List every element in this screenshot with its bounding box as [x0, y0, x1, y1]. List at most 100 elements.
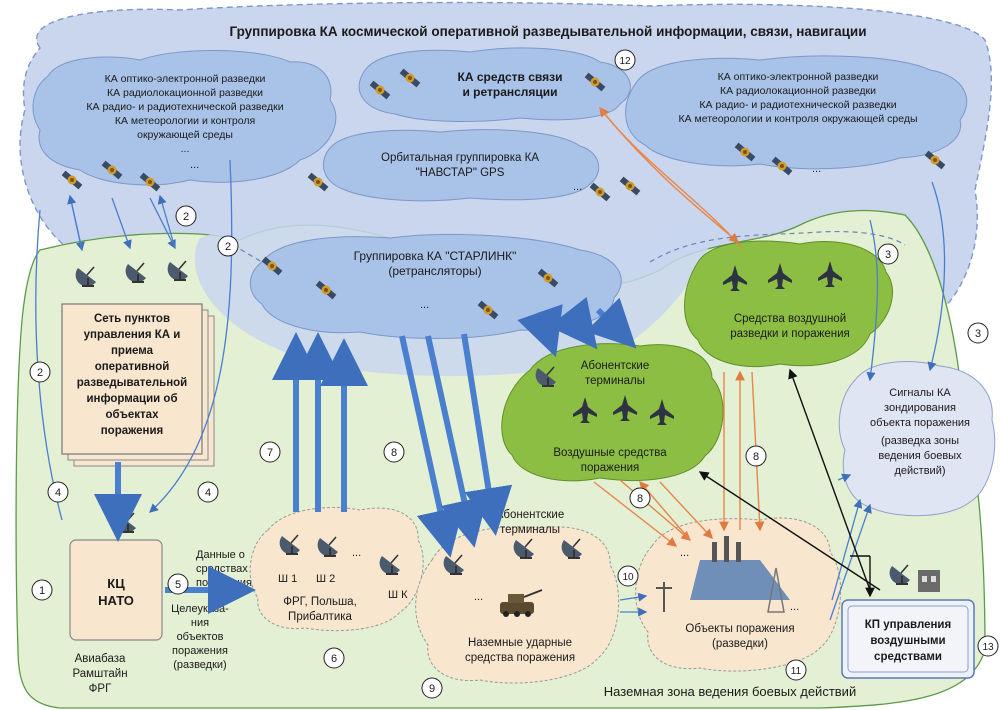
air-recon-line-1: Средства воздушной — [734, 313, 846, 325]
signals-line-5: ведения боевых — [878, 450, 962, 462]
number-3a: 3 — [885, 249, 891, 261]
number-7: 7 — [267, 447, 273, 459]
control-line-5: разведывательной — [77, 377, 187, 389]
number-4b: 4 — [205, 487, 211, 499]
gps-line-2: "НАВСТАР" GPS — [416, 167, 505, 179]
kp-line-3: средствами — [874, 651, 942, 663]
orange-arrows — [593, 106, 765, 547]
stations-ellipsis: ... — [352, 547, 361, 559]
thick-blue-arrows — [94, 296, 637, 614]
gps-ellipsis: ... — [573, 181, 582, 193]
signals-line-3: объекта поражения — [870, 417, 970, 429]
zone-label: Наземная зона ведения боевых действий — [604, 684, 856, 699]
targets-ellipsis-2: ... — [790, 601, 799, 613]
number-11: 11 — [791, 666, 802, 677]
signals-line-1: Сигналы КА — [889, 387, 951, 399]
air-strike-line-1: Воздушные средства — [553, 447, 667, 459]
comm-line-2: и ретрансляции — [462, 85, 557, 99]
tower-icon — [767, 567, 785, 613]
control-line-3: приема — [111, 345, 154, 357]
targeting-label-4: поражения — [172, 645, 228, 657]
number-13: 13 — [982, 642, 994, 653]
targeting-label-1: Целеуказа- — [171, 603, 229, 615]
number-6: 6 — [331, 653, 337, 665]
station-label-2: Ш 2 — [316, 573, 335, 585]
left-recon-line-6: ... — [181, 143, 190, 155]
title: Группировка КА космической оперативной р… — [229, 24, 866, 39]
right-recon-line-1: КА оптико-электронной разведки — [718, 71, 879, 83]
number-10: 10 — [622, 572, 634, 583]
signals-line-6: действий) — [894, 465, 945, 477]
stations-line-2: Прибалтика — [288, 611, 352, 623]
cloud-left-recon — [32, 49, 337, 186]
number-12: 12 — [619, 56, 631, 67]
number-2c: 2 — [37, 367, 43, 379]
cloud-air-strike — [501, 343, 724, 482]
air-strike-line-2: поражения — [581, 462, 640, 474]
airbase-line-3: ФРГ — [89, 683, 112, 695]
number-markers: 2 2 2 12 3 3 4 4 1 5 6 7 8 8 8 9 10 11 — [29, 49, 999, 699]
black-arrows — [698, 368, 881, 598]
cloud-gps — [322, 129, 600, 202]
cloud-air-recon — [684, 240, 894, 367]
control-line-7: объектах — [106, 409, 160, 421]
command-post-icon — [918, 570, 940, 592]
factory-icon — [690, 536, 790, 600]
number-3b: 3 — [975, 328, 981, 340]
left-recon-line-4: КА метеорологии и контроля — [115, 115, 255, 127]
number-5: 5 — [175, 579, 181, 591]
right-sat-ellipsis: ... — [812, 163, 821, 175]
airbase-line-1: Авиабаза — [75, 653, 126, 665]
control-line-8: поражения — [101, 425, 164, 437]
gps-line-1: Орбитальная группировка КА — [381, 152, 539, 164]
cloud-ground-stations — [249, 506, 424, 632]
air-recon-line-2: разведки и поражения — [730, 328, 850, 340]
ground-terminals-line-1: Абонентские — [496, 509, 565, 521]
number-2b: 2 — [225, 241, 231, 253]
number-2a: 2 — [183, 211, 189, 223]
stations-line-1: ФРГ, Польша, — [283, 596, 357, 608]
kc-line-2: НАТО — [98, 593, 134, 608]
cloud-comm — [358, 47, 631, 122]
cloud-right-recon — [625, 55, 968, 170]
targets-line-2: (разведки) — [712, 638, 768, 650]
comm-line-1: КА средств связи — [458, 70, 563, 84]
tank-icon — [500, 589, 543, 617]
ground-strike-line-2: средства поражения — [465, 652, 575, 664]
station-label-1: Ш 1 — [278, 573, 297, 585]
targeting-label-5: (разведки) — [173, 659, 226, 671]
air-terminals-line-2: терминалы — [585, 375, 645, 387]
control-line-6: информации об — [86, 393, 177, 405]
kc-line-1: КЦ — [107, 576, 125, 591]
ground-strike-line-1: Наземные ударные — [468, 637, 572, 649]
left-sat-ellipsis: ... — [190, 159, 199, 171]
kp-line-2: воздушными — [870, 635, 945, 647]
starlink-line-2: (ретрансляторы) — [388, 264, 481, 278]
starlink-ellipsis: ... — [420, 299, 429, 311]
number-4a: 4 — [55, 487, 61, 499]
targeting-label-2: ния — [191, 617, 209, 629]
cloud-signals — [838, 361, 996, 517]
air-terminals-line-1: Абонентские — [581, 360, 650, 372]
ground-terminals-line-2: терминалы — [500, 524, 560, 536]
control-line-1: Сеть пунктов — [94, 313, 170, 325]
signals-line-4: (разведка зоны — [881, 435, 959, 447]
targets-line-1: Объекты поражения — [685, 623, 794, 635]
number-8c: 8 — [753, 451, 759, 463]
number-1: 1 — [39, 585, 45, 597]
targeting-label-3: объектов — [177, 631, 224, 643]
kp-inner — [847, 605, 969, 673]
ground-strike-ellipsis: ... — [474, 591, 483, 603]
number-8a: 8 — [391, 447, 397, 459]
left-recon-line-3: КА радио- и радиотехнической разведки — [86, 101, 283, 113]
left-recon-line-1: КА оптико-электронной разведки — [105, 73, 266, 85]
left-recon-line-5: окружающей среды — [137, 129, 233, 141]
right-recon-line-4: КА метеорологии и контроля окружающей ср… — [678, 113, 917, 125]
number-8b: 8 — [637, 493, 643, 505]
kp-line-1: КП управления — [865, 619, 951, 631]
power-line-icon — [656, 582, 672, 612]
control-line-4: оперативной — [95, 361, 170, 373]
data-label-1: Данные о — [196, 549, 245, 561]
